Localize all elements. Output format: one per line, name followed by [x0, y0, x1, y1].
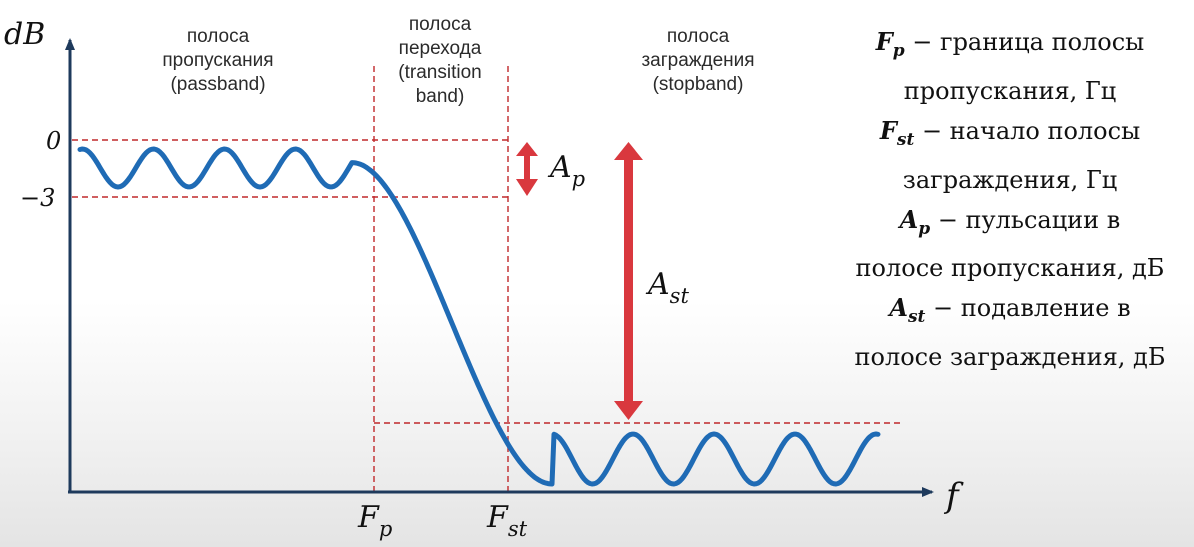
legend-entry-fp: Fp − граница полосы пропускания, Гц — [875, 27, 1145, 105]
ast-arrow — [614, 142, 643, 420]
stopband-label: полоса заграждения (stopband) — [641, 26, 755, 95]
y-axis-label: dB — [4, 17, 45, 52]
fp-label: Fp — [357, 500, 392, 541]
passband-label: полоса пропускания (passband) — [162, 26, 274, 95]
transition-band-label: полоса перехода (transition band) — [398, 14, 482, 107]
ast-label: Ast — [645, 267, 689, 308]
frequency-response-curve — [77, 146, 881, 487]
legend-symbol-fp: Fp — [875, 27, 905, 61]
tick-label-zero: 0 — [46, 127, 61, 155]
x-axis-label: f — [943, 476, 964, 516]
tick-label-minus-three: −3 — [20, 184, 55, 212]
legend-symbol-fst: Fst — [879, 115, 915, 150]
legend-symbol-ast: Ast — [889, 293, 926, 328]
legend-entry-ast: Ast − подавление в полосе заграждения, д… — [854, 293, 1166, 372]
ap-arrow — [516, 142, 538, 196]
legend: Fp − граница полосы пропускания, Гц Fst … — [832, 22, 1188, 377]
ap-label: Ap — [547, 150, 585, 191]
guide-lines — [72, 66, 902, 492]
legend-entry-fst: Fst − начало полосы заграждения, Гц — [879, 115, 1141, 194]
legend-entry-ap: Ap − пульсации в полосе пропускания, дБ — [855, 204, 1165, 283]
legend-symbol-ap: Ap — [899, 204, 931, 239]
fst-label: Fst — [486, 500, 528, 541]
